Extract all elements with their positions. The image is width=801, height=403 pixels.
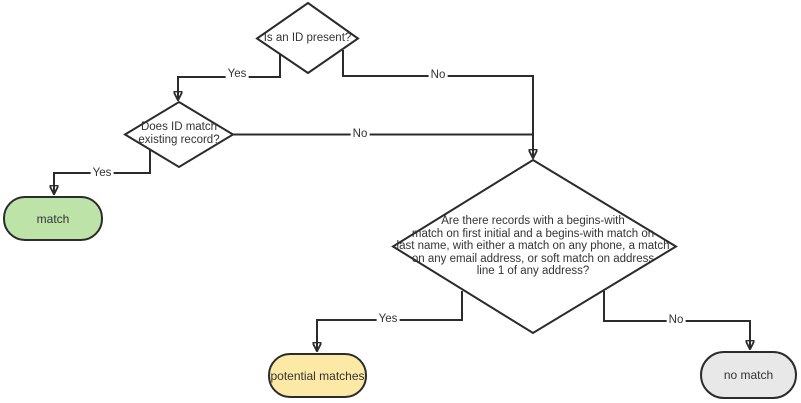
decision-records-match-label: Are there records with a begins-with mat…	[396, 215, 670, 278]
decision-id-present-label: Is an ID present?	[263, 31, 352, 44]
edge-label-records-no: No	[666, 314, 686, 326]
decision-records-match-shape	[391, 158, 678, 335]
terminal-no-match: no match	[700, 351, 797, 399]
edge-label-id-match-no: No	[350, 128, 370, 140]
decision-id-present-shape	[255, 1, 360, 75]
edge-id-present-no	[342, 50, 533, 158]
decision-id-match-label: Does ID match existing record?	[138, 121, 220, 146]
edge-label-id-present-yes: Yes	[225, 68, 249, 80]
edge-label-records-yes: Yes	[376, 313, 400, 325]
edge-label-id-match-yes: Yes	[90, 167, 114, 179]
terminal-no-match-label: no match	[723, 368, 774, 382]
terminal-potential-matches-label: potential matches	[270, 368, 365, 383]
decision-id-match-shape	[123, 100, 235, 169]
edge-label-id-present-no: No	[428, 69, 448, 81]
terminal-potential-matches: potential matches	[268, 353, 367, 398]
terminal-match: match	[3, 196, 103, 241]
terminal-match-label: match	[36, 211, 70, 226]
